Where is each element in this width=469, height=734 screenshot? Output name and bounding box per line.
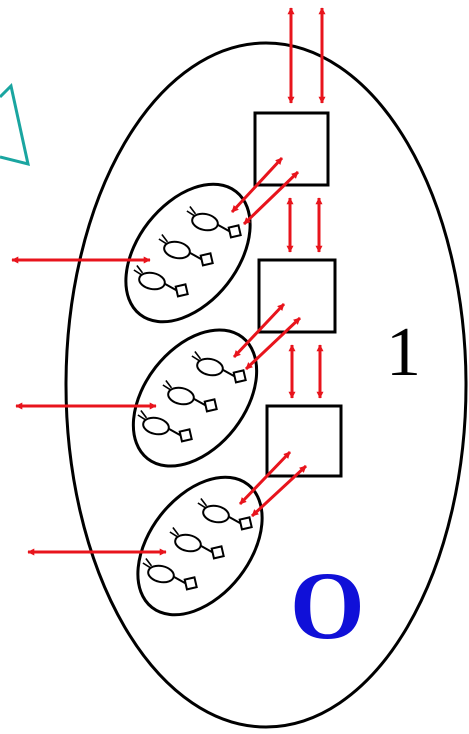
group-2-figure-1 (187, 350, 251, 386)
diag-arrow-2b (244, 316, 302, 371)
group-1-figure-2 (154, 233, 218, 269)
group-1-figure-3 (129, 264, 193, 300)
group-2-figure-2 (158, 379, 222, 415)
region-number-label: 1 (386, 314, 421, 391)
group-3-figure-3 (138, 557, 202, 593)
group-2-figure-3 (133, 409, 197, 445)
triangle-fragment (0, 82, 30, 167)
diag-arrow-3a (238, 450, 292, 506)
diag-arrow-3b (250, 464, 308, 518)
group-3-figure-2 (165, 526, 229, 562)
diag-arrow-1b (242, 170, 300, 226)
outer-region-ellipse (64, 41, 468, 729)
group-1-figure-1 (182, 205, 246, 241)
group-3-figure-1 (193, 497, 257, 533)
region-letter-label: O (290, 552, 365, 659)
group-1 (124, 182, 252, 324)
group-1-ellipse (124, 182, 252, 324)
